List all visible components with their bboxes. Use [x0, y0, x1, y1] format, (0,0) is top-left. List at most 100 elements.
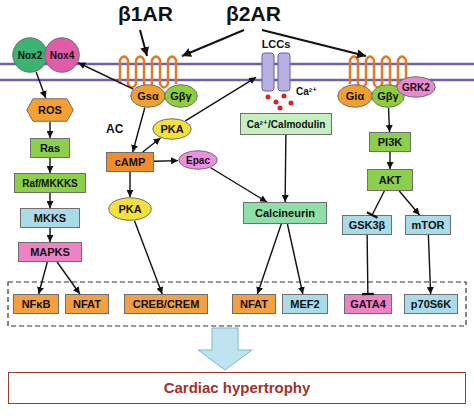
ion-label: Ca²⁺	[296, 86, 317, 97]
node-label: Giα	[346, 90, 364, 102]
node-label: Nox4	[50, 50, 74, 61]
molecule-hexagon: ROS	[26, 98, 74, 122]
factor-box: GATA4	[344, 294, 392, 314]
node-label: Cardiac hypertrophy	[164, 380, 311, 397]
activation-connector	[284, 135, 286, 202]
g-protein-ellipse: Giα	[337, 84, 373, 108]
activation-connector	[49, 193, 50, 208]
node-label: GRK2	[402, 82, 430, 93]
activation-arrow	[140, 30, 147, 56]
node-label: LCCs	[262, 38, 291, 50]
dashed-group	[8, 282, 466, 326]
activation-connector	[389, 152, 390, 169]
activation-connector	[257, 224, 281, 294]
node-label: NFκB	[22, 298, 51, 310]
node-label: PKA	[160, 123, 183, 135]
channel-node: LCCs	[256, 38, 296, 92]
activation-connector	[49, 228, 50, 242]
activation-connector	[78, 63, 133, 89]
factor-box: MEF2	[282, 294, 328, 314]
activation-arrow	[262, 30, 366, 56]
protein-ellipse: Epac	[178, 150, 218, 170]
shape-fill	[45, 38, 80, 73]
node-label: PI3K	[378, 136, 402, 148]
process-box: cAMP	[106, 152, 154, 172]
node-label: NFAT	[240, 298, 268, 310]
node-label: GATA4	[350, 298, 386, 310]
factor-box: NFκB	[13, 294, 59, 314]
process-box: AKT	[367, 169, 413, 191]
shape-fill	[131, 85, 166, 108]
receptor-label: β1AR	[118, 2, 173, 25]
activation-connector	[49, 158, 50, 173]
process-box: PI3K	[369, 132, 411, 152]
factor-box: NFAT	[232, 294, 276, 314]
calcium-dot	[278, 106, 283, 111]
activation-connector	[211, 168, 267, 202]
channel-subunit	[278, 53, 290, 91]
activation-connector	[154, 160, 178, 162]
shape-fill	[338, 85, 373, 108]
node-label: Gsα	[137, 90, 158, 102]
node-label: cAMP	[115, 156, 146, 168]
outcome-arrow	[198, 328, 252, 370]
outcome-box: Cardiac hypertrophy	[8, 372, 466, 404]
calcium-dot	[274, 100, 279, 105]
activation-connector	[389, 108, 390, 132]
edge-label: AC	[106, 123, 123, 136]
shape-fill	[27, 99, 74, 122]
process-box: Ras	[30, 138, 70, 158]
process-box: GSK3β	[342, 215, 392, 235]
activation-connector	[399, 191, 419, 215]
calcium-dot	[282, 94, 287, 99]
process-box: Raf/MKKKS	[14, 173, 86, 193]
node-label: Gβγ	[170, 90, 191, 102]
activation-connector	[39, 262, 48, 294]
activation-arrow	[182, 30, 244, 56]
inhibition-connector	[366, 235, 368, 294]
channel-subunit	[262, 53, 274, 91]
factor-box: p70S6K	[404, 294, 458, 314]
kinase-ellipse: PKA	[108, 197, 152, 221]
enzyme-circle: Nox2	[12, 37, 48, 73]
node-label: ROS	[38, 104, 62, 116]
node-label: PKA	[118, 203, 141, 215]
factor-box: NFAT	[65, 294, 109, 314]
activation-connector	[129, 172, 130, 197]
process-box: Calcineurin	[243, 202, 327, 224]
node-label: MKKS	[34, 212, 66, 224]
shape-fill	[153, 119, 192, 140]
shape-fill	[179, 151, 218, 170]
node-label: MAPKS	[30, 246, 70, 258]
factor-box: CREB/CREM	[124, 294, 208, 314]
kinase-ellipse: GRK2	[396, 76, 436, 98]
process-box: MAPKS	[18, 242, 82, 262]
calcium-dot	[289, 101, 294, 106]
process-box: mTOR	[405, 215, 451, 235]
activation-connector	[185, 77, 256, 120]
node-label: MEF2	[290, 298, 319, 310]
node-label: p70S6K	[411, 298, 451, 310]
node-label: mTOR	[412, 219, 445, 231]
receptor-symbol	[350, 57, 406, 88]
shape-fill	[397, 77, 436, 98]
node-label: GSK3β	[349, 219, 386, 231]
shape-fill	[13, 38, 48, 73]
kinase-ellipse: PKA	[152, 118, 192, 140]
inhibition-connector	[372, 191, 384, 215]
activation-connector	[428, 235, 430, 294]
activation-connector	[143, 138, 161, 152]
g-protein-ellipse: Gsα	[130, 84, 166, 108]
activation-connector	[133, 108, 145, 152]
g-protein-ellipse: Gβγ	[164, 84, 198, 108]
shape-fill	[109, 198, 152, 221]
activation-connector	[287, 224, 302, 294]
node-label: Epac	[186, 155, 210, 166]
shape-fill	[165, 85, 198, 108]
activation-connector	[57, 262, 80, 294]
node-label: Raf/MKKKS	[22, 178, 78, 189]
node-label: Ras	[40, 142, 60, 154]
node-label: CREB/CREM	[133, 298, 200, 310]
activation-connector	[36, 72, 45, 98]
node-label: Calcineurin	[255, 207, 315, 219]
